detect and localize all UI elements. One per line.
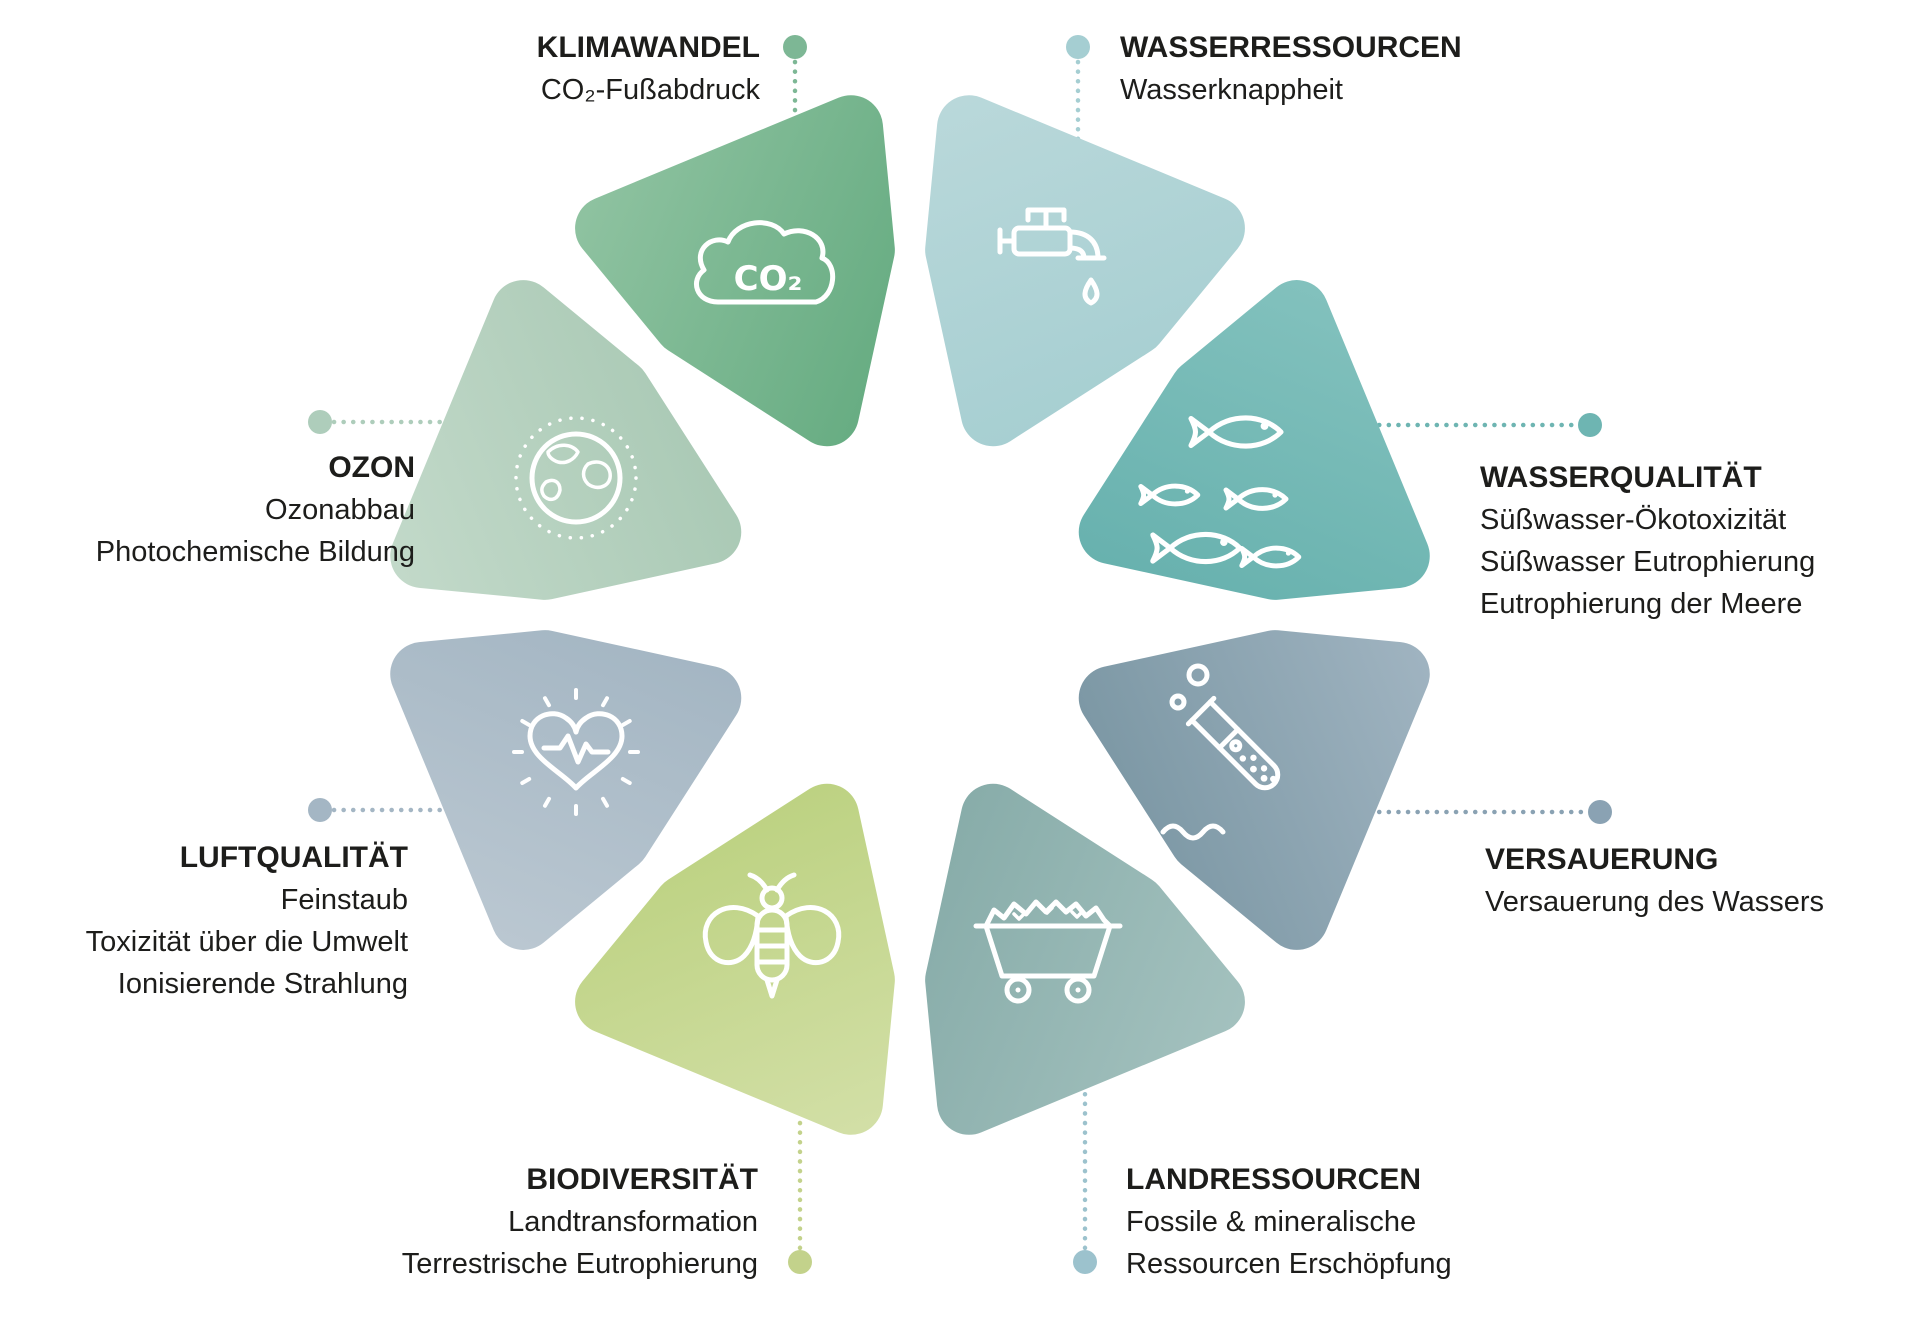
label-luftqualitaet: LUFTQUALITÄT Feinstaub Toxizität über di… bbox=[86, 837, 408, 1005]
label-line: Süßwasser-Ökotoxizität bbox=[1480, 504, 1787, 536]
label-line: Versauerung des Wassers bbox=[1485, 886, 1825, 918]
label-line: Photochemische Bildung bbox=[95, 536, 415, 568]
petal-versauerung bbox=[1078, 630, 1430, 950]
globe-icon bbox=[514, 416, 638, 540]
test-tube-icon bbox=[1160, 663, 1281, 841]
leader-dot-klimawandel bbox=[783, 35, 807, 59]
petal-klimawandel bbox=[575, 95, 895, 447]
label-line: Ressourcen Erschöpfung bbox=[1126, 1248, 1452, 1280]
label-line: Süßwasser Eutrophierung bbox=[1480, 546, 1816, 578]
faucet-icon bbox=[997, 207, 1107, 306]
label-line: Landtransformation bbox=[508, 1206, 758, 1238]
mine-cart-icon bbox=[973, 899, 1123, 1004]
petal-ozon bbox=[390, 280, 742, 600]
label-line: Ozonabbau bbox=[265, 494, 415, 526]
petal-wasserressourcen bbox=[925, 95, 1245, 447]
label-line: Fossile & mineralische bbox=[1126, 1206, 1417, 1238]
label-line: Terrestrische Eutrophierung bbox=[401, 1248, 758, 1280]
leader-dot-ozon bbox=[308, 410, 332, 434]
label-line: Toxizität über die Umwelt bbox=[85, 926, 408, 958]
leader-dot-luftqualitaet bbox=[308, 798, 332, 822]
label-title: KLIMAWANDEL bbox=[536, 31, 760, 64]
label-title: WASSERQUALITÄT bbox=[1480, 461, 1762, 494]
label-line: Wasserknappheit bbox=[1120, 74, 1343, 106]
label-title: WASSERRESSOURCEN bbox=[1120, 31, 1462, 64]
label-biodiversitaet: BIODIVERSITÄT Landtransformation Terrest… bbox=[402, 1159, 758, 1285]
petal-landressourcen bbox=[925, 783, 1245, 1135]
heart-pulse-icon bbox=[506, 682, 646, 822]
leader-dot-biodiversitaet bbox=[788, 1250, 812, 1274]
leader-dot-versauerung bbox=[1588, 800, 1612, 824]
label-title: OZON bbox=[328, 451, 415, 484]
leader-dot-landressourcen bbox=[1073, 1250, 1097, 1274]
petal-luftqualitaet bbox=[390, 630, 742, 950]
leader-dot-wasserressourcen bbox=[1066, 35, 1090, 59]
label-title: LANDRESSOURCEN bbox=[1126, 1163, 1422, 1196]
label-ozon: OZON Ozonabbau Photochemische Bildung bbox=[96, 447, 415, 573]
svg-text:CO₂: CO₂ bbox=[734, 259, 803, 299]
label-versauerung: VERSAUERUNG Versauerung des Wassers bbox=[1485, 839, 1824, 923]
label-klimawandel: KLIMAWANDEL CO₂-Fußabdruck bbox=[537, 27, 760, 111]
label-line: CO₂-Fußabdruck bbox=[540, 74, 760, 106]
label-title: VERSAUERUNG bbox=[1485, 843, 1719, 876]
label-line: Ionisierende Strahlung bbox=[117, 968, 408, 1000]
label-line: Feinstaub bbox=[280, 884, 408, 916]
label-line: Eutrophierung der Meere bbox=[1480, 588, 1803, 620]
bee-icon bbox=[702, 872, 842, 999]
label-title: BIODIVERSITÄT bbox=[526, 1163, 758, 1196]
co2-cloud-icon: CO₂ bbox=[693, 220, 836, 305]
label-wasserqualitaet: WASSERQUALITÄT Süßwasser-Ökotoxizität Sü… bbox=[1480, 457, 1815, 625]
leader-dot-wasserqualitaet bbox=[1578, 413, 1602, 437]
label-title: LUFTQUALITÄT bbox=[179, 841, 408, 874]
label-landressourcen: LANDRESSOURCEN Fossile & mineralische Re… bbox=[1126, 1159, 1452, 1285]
label-wasserressourcen: WASSERRESSOURCEN Wasserknappheit bbox=[1120, 27, 1462, 111]
